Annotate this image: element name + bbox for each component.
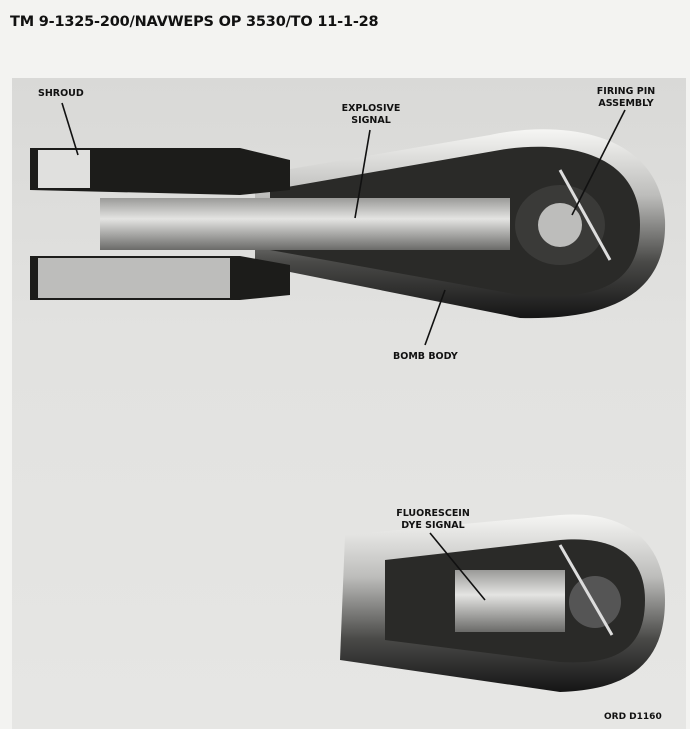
label-firing-pin-assembly: FIRING PIN ASSEMBLY <box>596 86 656 109</box>
figure-id: ORD D1160 <box>604 712 662 722</box>
label-fluorescein-dye-signal: FLUORESCEIN DYE SIGNAL <box>396 508 470 531</box>
upper-bomb <box>30 129 666 319</box>
label-shroud: SHROUD <box>38 88 84 99</box>
document-header: TM 9-1325-200/NAVWEPS OP 3530/TO 11-1-28 <box>10 14 379 30</box>
label-explosive-signal: EXPLOSIVE SIGNAL <box>341 103 401 126</box>
lower-bomb <box>340 514 665 692</box>
label-bomb-body: BOMB BODY <box>393 351 458 362</box>
leader-lines <box>61 102 626 601</box>
